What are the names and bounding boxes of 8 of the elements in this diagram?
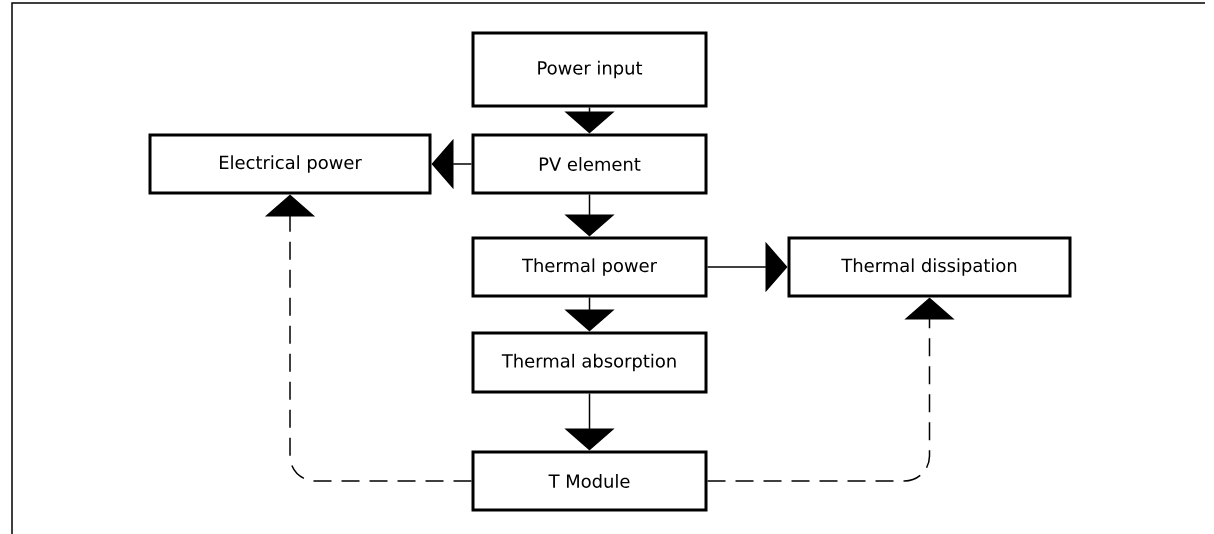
process-box: Power input [471, 31, 708, 108]
process-box: PV element [471, 133, 708, 195]
process-box: Electrical power [148, 133, 432, 195]
process-box: Thermal power [471, 236, 708, 298]
process-box: Thermal dissipation [787, 236, 1072, 298]
process-box: T Module [471, 450, 708, 512]
process-box: Thermal absorption [471, 331, 708, 394]
arrow [264, 194, 473, 482]
